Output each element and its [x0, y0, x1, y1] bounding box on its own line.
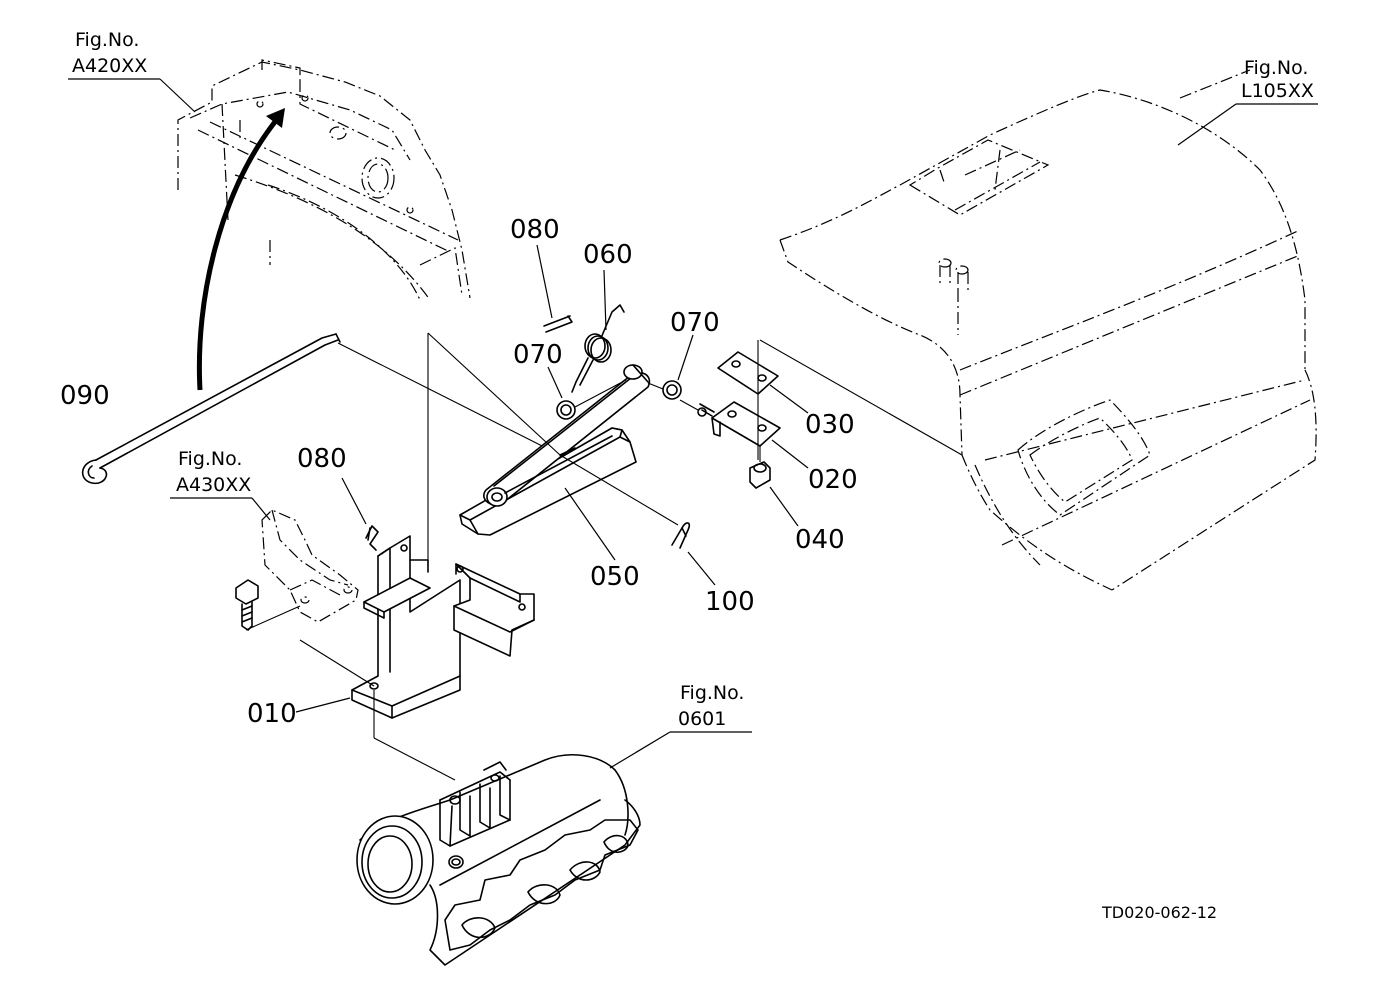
figref-0601: Fig.No. 0601	[609, 682, 752, 769]
figref-label: Fig.No.	[75, 29, 139, 51]
figref-label: Fig.No.	[178, 448, 242, 470]
part-090-rod	[81, 333, 341, 485]
figref-a430xx: Fig.No. A430XX	[170, 448, 271, 521]
figref-label: Fig.No.	[1244, 57, 1308, 79]
exhaust-manifold	[356, 754, 641, 966]
figref-code: L105XX	[1241, 80, 1314, 102]
figref-a420xx: Fig.No. A420XX	[68, 29, 196, 113]
part-050-lever-assembly	[459, 364, 651, 561]
part-060-spring	[571, 269, 625, 393]
assembly-arrow	[196, 116, 280, 391]
hardware-leader-lines	[757, 339, 963, 460]
part-010-bracket	[295, 332, 561, 781]
part-number-080-left: 080	[297, 444, 347, 474]
figref-code: 0601	[678, 708, 726, 730]
part-number-050: 050	[590, 562, 640, 592]
part-number-070-right: 070	[670, 308, 720, 338]
part-number-060: 060	[583, 240, 633, 270]
part-070-washer-left	[547, 366, 627, 420]
arrow-head	[266, 108, 285, 128]
figref-code: A430XX	[176, 474, 251, 496]
fan-shroud-outline	[177, 59, 471, 301]
part-080-pin-top	[536, 244, 573, 333]
part-number-080-top: 080	[510, 215, 560, 245]
part-number-030: 030	[805, 410, 855, 440]
part-100-cotter-pin	[559, 454, 716, 586]
part-number-090: 090	[60, 381, 110, 411]
part-number-100: 100	[705, 587, 755, 617]
part-number-070-left: 070	[513, 340, 563, 370]
part-070-washer-right	[647, 334, 694, 400]
fig-a430xx-bracket-outline	[235, 509, 359, 631]
hood-outline	[779, 69, 1317, 591]
part-040-nut	[749, 446, 799, 527]
figref-label: Fig.No.	[680, 682, 744, 704]
part-number-020: 020	[808, 465, 858, 495]
part-030-plate	[717, 351, 809, 414]
figref-code: A420XX	[72, 55, 147, 77]
figref-l105xx: Fig.No. L105XX	[1177, 57, 1318, 146]
part-number-040: 040	[795, 525, 845, 555]
part-020-bracket	[679, 399, 809, 469]
part-number-010: 010	[247, 699, 297, 729]
drawing-code: TD020-062-12	[1101, 903, 1217, 922]
part-080-pin-left	[341, 477, 379, 551]
